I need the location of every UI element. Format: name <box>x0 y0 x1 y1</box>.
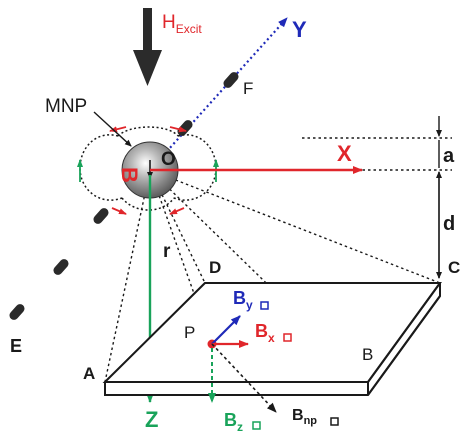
mnp-label: MNP <box>45 96 87 117</box>
point-f-label: F <box>243 79 253 98</box>
corner-b-label: B <box>362 345 373 364</box>
bnp-label: Bnp <box>292 407 317 427</box>
bnp-box-glyph <box>330 417 339 426</box>
bx-label: Bx <box>255 321 275 345</box>
field-lines <box>79 126 217 211</box>
z-axis-label: Z <box>145 407 158 432</box>
chain-particle-f <box>223 72 239 88</box>
mnp-pointer <box>93 111 132 147</box>
field-arrow-top-right <box>169 126 187 133</box>
x-axis-label: X <box>337 141 352 166</box>
excitation-field-arrow <box>133 8 162 86</box>
h-excit-label: HExcit <box>162 12 202 36</box>
by-box-glyph <box>260 301 269 310</box>
y-axis <box>149 17 288 171</box>
bz-label: Bz <box>224 410 243 434</box>
y-axis-label: Y <box>292 17 307 42</box>
origin-label: O <box>161 149 176 170</box>
sensor-plate <box>102 282 442 396</box>
chain-particle-near-2 <box>93 208 109 224</box>
dim-d-label: d <box>443 213 455 235</box>
point-e-label: E <box>10 336 22 356</box>
corner-a-label: A <box>83 364 95 383</box>
moment-label: B <box>117 167 142 183</box>
by-arrow <box>211 315 241 345</box>
corner-d-label: D <box>209 258 221 277</box>
field-arrow-bottom-right <box>169 207 185 215</box>
chain-particle-e-1 <box>53 259 69 275</box>
bz-box-glyph <box>252 421 261 430</box>
by-label: By <box>233 288 253 312</box>
chain-particle-e-2 <box>9 304 25 320</box>
field-arrow-top-left <box>109 126 127 133</box>
point-p-label: P <box>184 323 195 342</box>
field-arrow-bottom-left <box>111 207 127 215</box>
r-label: r <box>163 241 171 262</box>
corner-c-label: C <box>448 258 460 277</box>
bx-box-glyph <box>283 333 292 342</box>
dim-a-label: a <box>443 145 455 167</box>
